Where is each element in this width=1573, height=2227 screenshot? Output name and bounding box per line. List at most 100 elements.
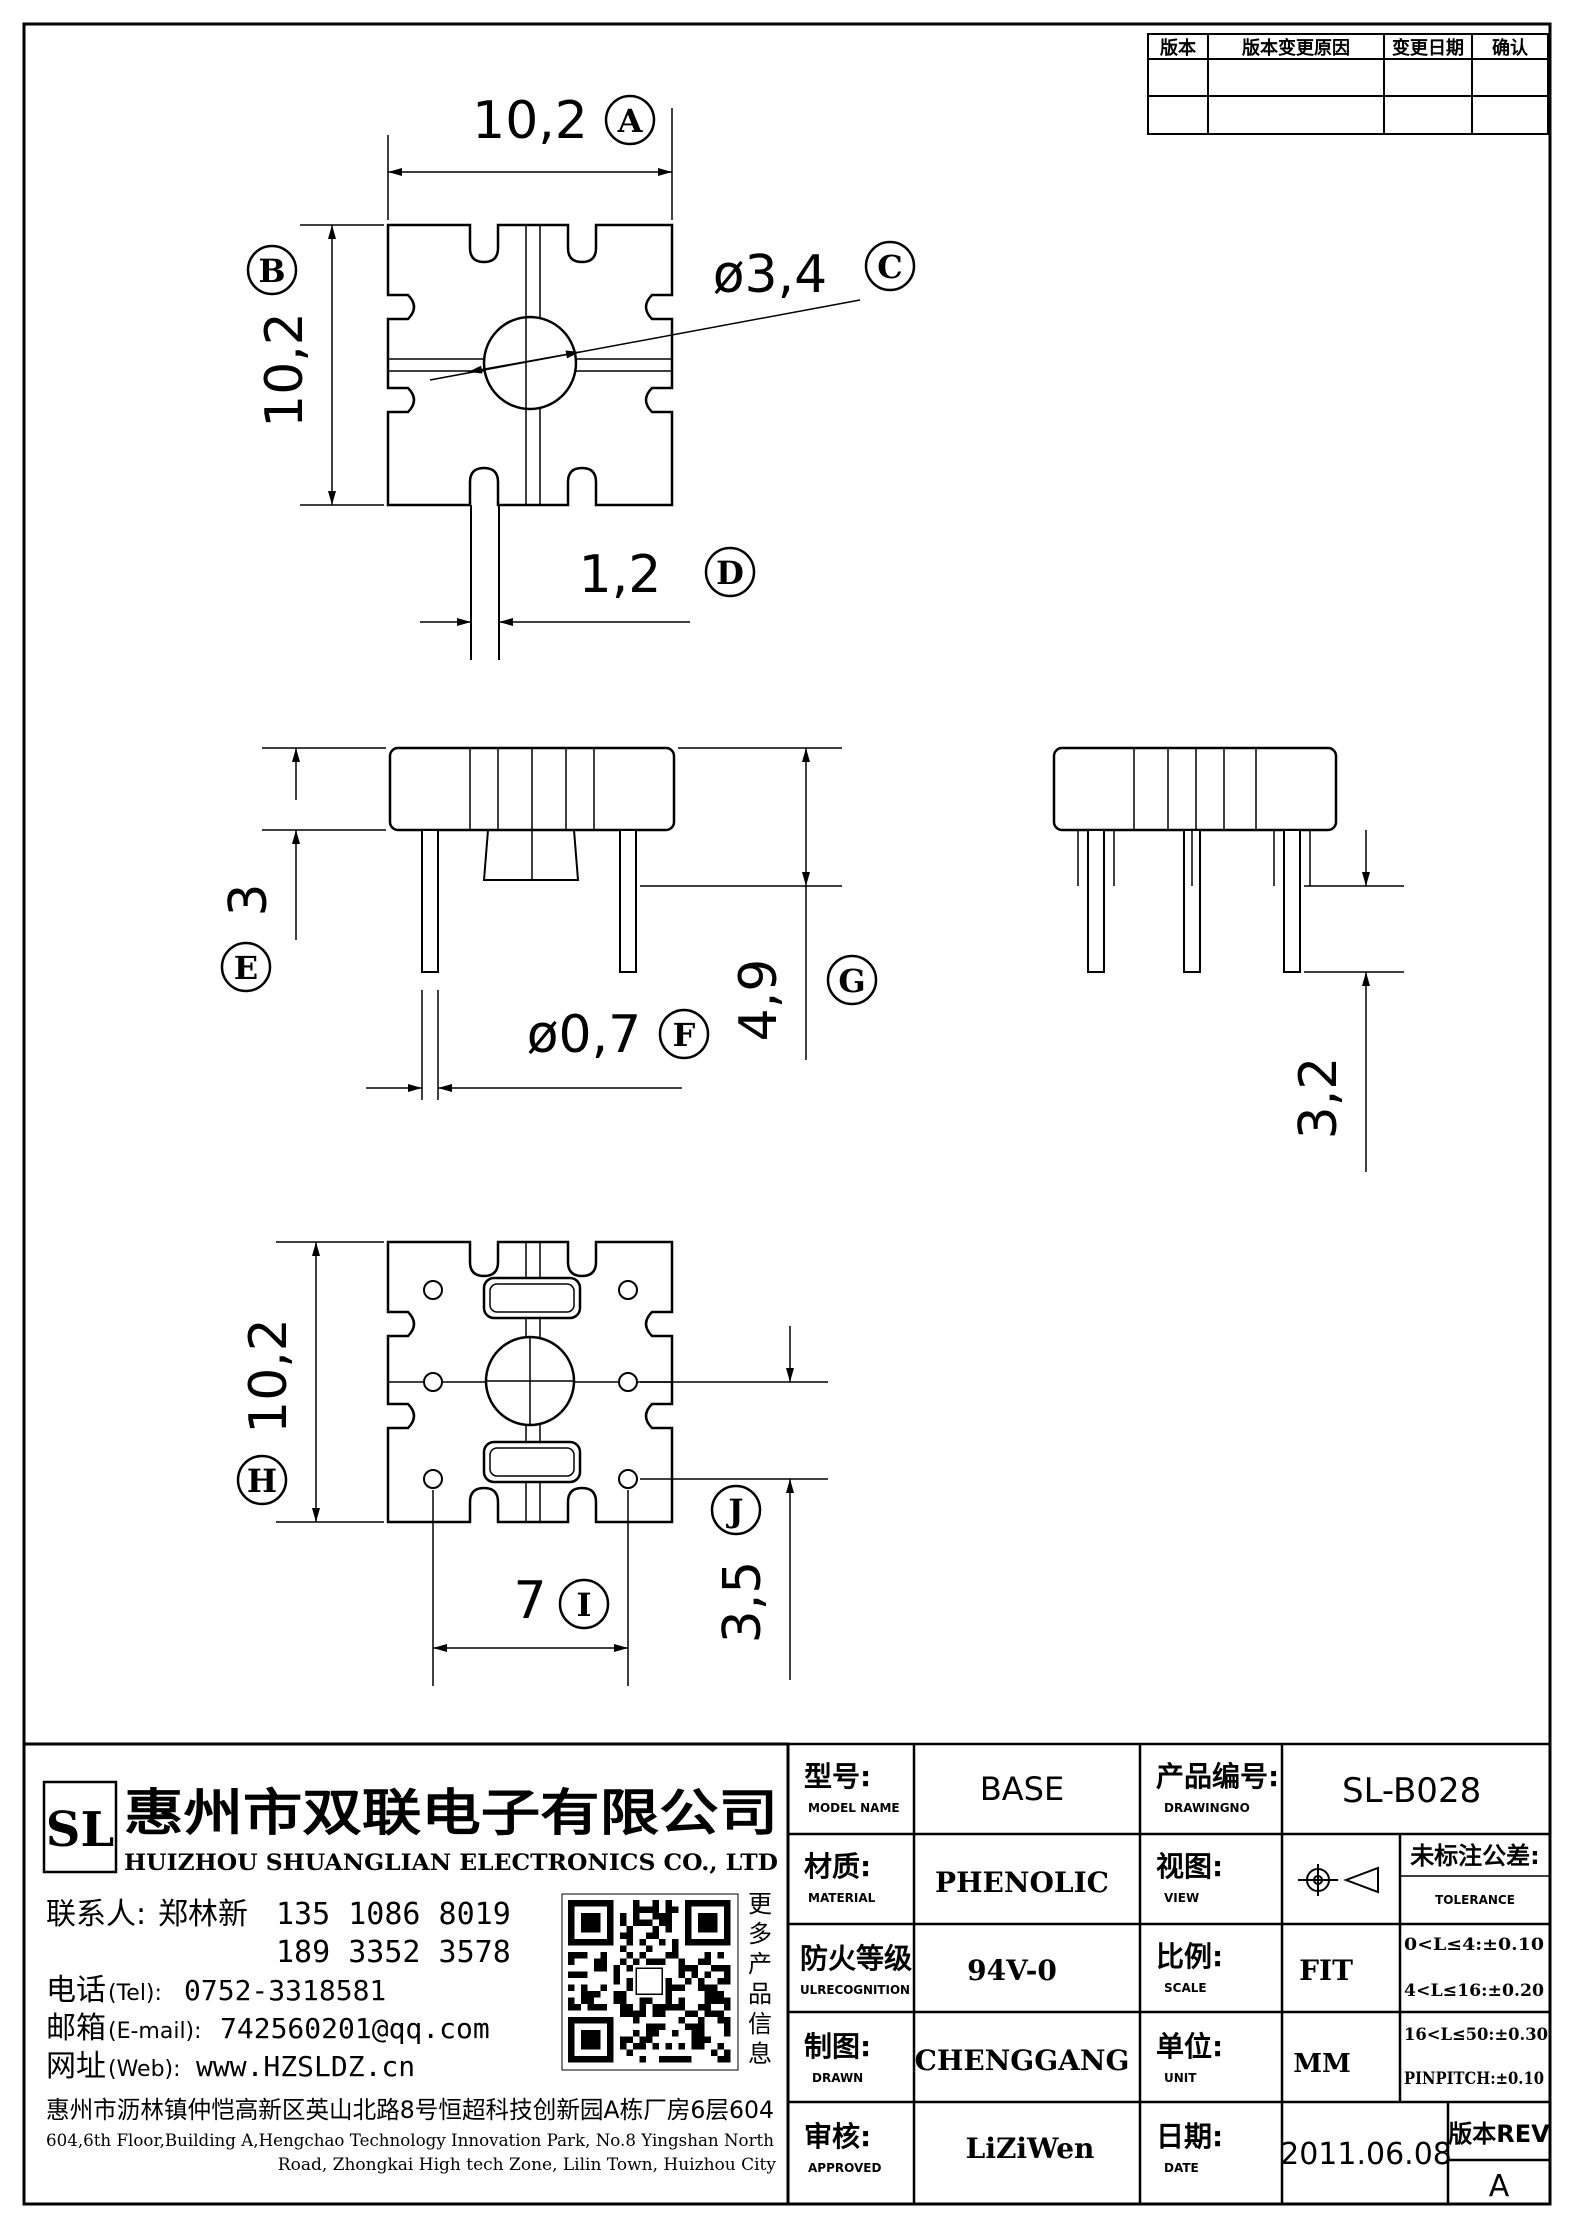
qr-module bbox=[633, 1958, 640, 1965]
tolerance-row-4: PINPITCH:±0.10 bbox=[1404, 2069, 1544, 2089]
qr-module bbox=[672, 1906, 679, 1913]
qr-module bbox=[581, 1952, 588, 1959]
qr-module bbox=[646, 2023, 653, 2030]
scale-value: FIT bbox=[1299, 1954, 1353, 1987]
qr-module bbox=[646, 1958, 653, 1965]
qr-module bbox=[594, 1991, 601, 1998]
contact-name: 郑林新 bbox=[158, 1897, 248, 1932]
qr-module bbox=[646, 1945, 653, 1952]
qr-module bbox=[626, 1926, 633, 1933]
qr-module bbox=[620, 1958, 627, 1965]
qr-module bbox=[639, 1939, 646, 1946]
qr-module bbox=[652, 2004, 659, 2011]
qr-module bbox=[698, 2004, 705, 2011]
qr-module bbox=[633, 1919, 640, 1926]
rev-header-date: 变更日期 bbox=[1392, 37, 1464, 59]
qr-module bbox=[724, 2004, 731, 2011]
qr-module bbox=[665, 1900, 672, 1907]
bottom-slot-top bbox=[482, 1276, 582, 1320]
side-body bbox=[1052, 746, 1338, 832]
qr-module bbox=[639, 1919, 646, 1926]
qr-module bbox=[613, 1965, 620, 1972]
qr-module bbox=[600, 1984, 607, 1991]
qr-module bbox=[581, 1971, 588, 1978]
dim-g-tag-circle bbox=[826, 954, 878, 1006]
qr-module bbox=[639, 2036, 646, 2043]
qr-module bbox=[724, 2023, 731, 2030]
dim-a-tag: A bbox=[617, 102, 644, 140]
qr-module bbox=[659, 2010, 666, 2017]
dim-h-tag-circle bbox=[236, 1454, 288, 1506]
qr-module bbox=[633, 1965, 666, 1998]
address-en-1: 604,6th Floor,Building A,Hengchao Techno… bbox=[46, 2131, 774, 2151]
bottom-pin-hole-bl bbox=[423, 1469, 443, 1489]
qr-module bbox=[685, 1978, 692, 1985]
dim-d-tag-circle bbox=[704, 546, 756, 598]
qr-module bbox=[665, 2043, 672, 2050]
qr-module bbox=[652, 2023, 659, 2030]
qr-module bbox=[672, 1984, 679, 1991]
qr-module bbox=[665, 1919, 672, 1926]
approved-value: LiZiWen bbox=[966, 2132, 1095, 2165]
dim-h-tag: H bbox=[247, 1462, 277, 1500]
qr-module bbox=[587, 1997, 594, 2004]
qr-module bbox=[652, 1926, 659, 1933]
front-pin-left bbox=[421, 829, 439, 973]
qr-module bbox=[568, 2004, 575, 2011]
drawingno-value: SL-B028 bbox=[1342, 1771, 1481, 1811]
qr-module bbox=[665, 2004, 672, 2011]
qr-module bbox=[678, 2043, 685, 2050]
dim-b-tag: B bbox=[258, 252, 285, 290]
qr-module bbox=[704, 1952, 711, 1959]
tel-sub: (Tel): bbox=[108, 1981, 162, 2006]
qr-module bbox=[678, 2017, 685, 2024]
qr-module bbox=[633, 1906, 640, 1913]
qr-module bbox=[672, 2030, 679, 2037]
qr-module bbox=[717, 1997, 724, 2004]
qr-module bbox=[691, 2030, 698, 2037]
qr-module bbox=[711, 1984, 718, 1991]
qr-module bbox=[626, 2004, 633, 2011]
rev-label: 版本REV bbox=[1448, 2120, 1550, 2148]
bottom-pin-hole-mr bbox=[618, 1372, 638, 1392]
qr-module bbox=[665, 1984, 672, 1991]
qr-caption-3: 品 bbox=[748, 1980, 772, 2008]
qr-module bbox=[574, 1971, 581, 1978]
qr-module bbox=[626, 1939, 633, 1946]
qr-module bbox=[639, 2043, 646, 2050]
view-label: 视图: bbox=[1156, 1850, 1223, 1883]
qr-module bbox=[620, 1913, 627, 1920]
dim-i-value: 7 bbox=[513, 1571, 546, 1631]
company-name-en: HUIZHOU SHUANGLIAN ELECTRONICS CO., LTD bbox=[124, 1850, 778, 1876]
drawingno-label: 产品编号: bbox=[1156, 1760, 1279, 1793]
qr-module bbox=[646, 1932, 653, 1939]
company-logo bbox=[42, 1780, 118, 1874]
dim-d-value: 1,2 bbox=[579, 545, 662, 605]
qr-module bbox=[652, 1932, 659, 1939]
bottom-view-outline bbox=[386, 1240, 674, 1524]
qr-caption-0: 更 bbox=[748, 1890, 772, 1918]
email-value: 742560201@qq.com bbox=[220, 2012, 490, 2045]
title-block-grid bbox=[786, 1742, 1552, 2206]
projection-symbol-icon bbox=[1298, 1864, 1379, 1896]
qr-module bbox=[665, 1978, 672, 1985]
bottom-pin-hole-tr bbox=[618, 1280, 638, 1300]
qr-module bbox=[568, 1958, 575, 1965]
qr-module bbox=[724, 2056, 731, 2063]
qr-module bbox=[626, 2049, 633, 2056]
qr-module bbox=[691, 2023, 698, 2030]
qr-module bbox=[600, 2004, 607, 2011]
qr-module bbox=[633, 2017, 640, 2024]
unit-label-en: UNIT bbox=[1164, 2071, 1197, 2085]
qr-module bbox=[717, 1965, 724, 1972]
qr-module bbox=[652, 2030, 659, 2037]
address-en-2: Road, Zhongkai High tech Zone, Lilin Tow… bbox=[278, 2155, 777, 2175]
company-name-cn: 惠州市双联电子有限公司 bbox=[124, 1783, 778, 1842]
dim-j-tag: J bbox=[725, 1492, 743, 1530]
rev-header-version: 版本 bbox=[1160, 37, 1196, 59]
qr-module bbox=[691, 2010, 698, 2017]
web-label: 网址 bbox=[46, 2049, 106, 2084]
qr-module bbox=[698, 2036, 705, 2043]
qr-module bbox=[620, 1997, 627, 2004]
